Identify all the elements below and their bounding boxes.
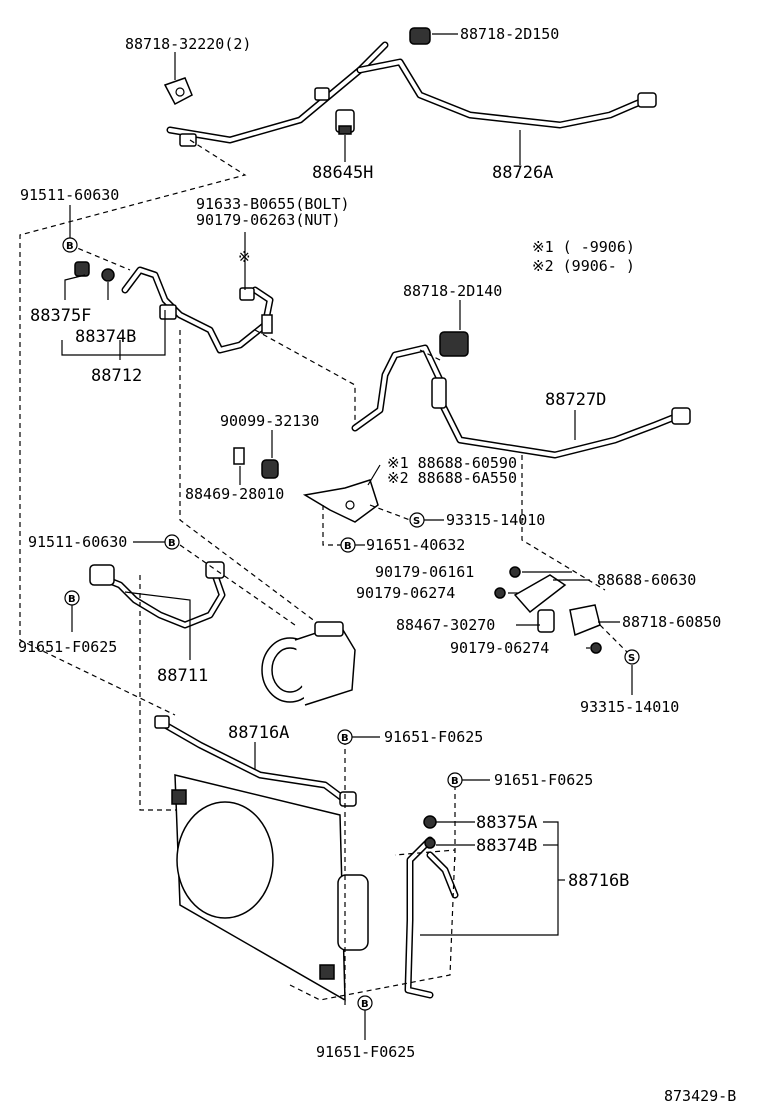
- label-91511-60630-a: 91511-60630: [20, 186, 119, 204]
- part-labels: 88718-32220(2) 88718-2D150 88645H 88726A…: [18, 25, 736, 1105]
- label-91651-f0625-b: 91651-F0625: [384, 728, 483, 746]
- nut-90179-06274-icon-b: [590, 642, 602, 654]
- guide-line-88711: [139, 544, 296, 811]
- label-91651-f0625-c: 91651-F0625: [494, 771, 593, 789]
- bolt-mark-icon: [64, 590, 80, 606]
- label-88712: 88712: [91, 366, 142, 386]
- label-93315-14010-b: 93315-14010: [580, 698, 679, 716]
- bolt-mark-icon: [62, 237, 78, 253]
- bolt-mark-icon: [337, 729, 353, 745]
- cushion-90099-32130-icon: [261, 459, 279, 479]
- label-88688-6a550: ※2 88688-6A550: [387, 469, 517, 487]
- hose-88711-assembly: [89, 561, 226, 629]
- bolt-mark-letters: B B B B B B B S S ※: [66, 241, 635, 1010]
- bracket-88688-60630-icon: [513, 574, 567, 614]
- hose-88712-assembly: [121, 266, 274, 354]
- label-88716b: 88716B: [568, 871, 629, 891]
- variant-note-line2: ※2 (9906- ): [532, 257, 635, 275]
- diagram-id: 873429-B: [664, 1087, 736, 1105]
- label-88374b: 88374B: [75, 327, 136, 347]
- o-ring-88375f-icon: [74, 261, 90, 277]
- label-88688-60590: ※1 88688-60590: [387, 454, 517, 472]
- clamp-88718-32220-icon: [163, 77, 193, 106]
- compressor-icon: [261, 621, 356, 706]
- condenser-icon: [171, 774, 369, 1002]
- bolt-mark-icon: [164, 534, 180, 550]
- label-91633-b0655: 91633-B0655(BOLT): [196, 195, 350, 213]
- bolt-91633-b0655-icon: [261, 314, 273, 334]
- label-90179-06274-a: 90179-06274: [356, 584, 455, 602]
- label-88726a: 88726A: [492, 163, 553, 183]
- label-91511-60630-b: 91511-60630: [28, 533, 127, 551]
- label-91651-40632: 91651-40632: [366, 536, 465, 554]
- bolt-mark-letter: B: [344, 541, 352, 552]
- o-ring-88374b-icon: [101, 268, 115, 282]
- screw-mark-icon: [409, 512, 425, 528]
- guide-line-88727d: [419, 349, 606, 591]
- label-90099-32130: 90099-32130: [220, 412, 319, 430]
- bolt-88469-28010-icon: [233, 447, 245, 465]
- guide-line-top: [19, 139, 247, 716]
- label-88375a: 88375A: [476, 813, 537, 833]
- bolt-mark-letter: B: [341, 733, 349, 744]
- bolt-mark-icon: [447, 772, 463, 788]
- label-93315-14010-a: 93315-14010: [446, 511, 545, 529]
- label-88711: 88711: [157, 666, 208, 686]
- tube-88716a-assembly: [154, 715, 357, 807]
- label-91651-f0625-a: 91651-F0625: [18, 638, 117, 656]
- nut-90179-06274-icon-a: [494, 587, 506, 599]
- bolt-mark-letter: B: [451, 776, 459, 787]
- label-88716a: 88716A: [228, 723, 289, 743]
- bolt-mark-icon: [357, 995, 373, 1011]
- screw-mark-letter: S: [628, 653, 635, 664]
- o-ring-88374b-2-icon: [424, 837, 436, 849]
- switch-88467-30270-icon: [537, 609, 555, 633]
- label-90179-06274-b: 90179-06274: [450, 639, 549, 657]
- tube-88716b-assembly: [404, 836, 459, 999]
- bracket-88688-60590-icon: [302, 479, 379, 523]
- label-88467-30270: 88467-30270: [396, 616, 495, 634]
- tube-88726a-assembly: [166, 41, 657, 147]
- label-90179-06161: 90179-06161: [375, 563, 474, 581]
- label-88718-2d150: 88718-2D150: [460, 25, 559, 43]
- label-88645h: 88645H: [312, 163, 373, 183]
- label-88688-60630: 88688-60630: [597, 571, 696, 589]
- tube-88727d-assembly: [351, 344, 691, 459]
- label-90179-06263: 90179-06263(NUT): [196, 211, 341, 229]
- clamp-88718-2d150-icon: [409, 27, 431, 45]
- label-88718-60850: 88718-60850: [622, 613, 721, 631]
- nut-90179-06161-icon: [509, 566, 521, 578]
- bolt-mark-letter: B: [66, 241, 74, 252]
- bolt-mark-letter: B: [361, 999, 369, 1010]
- clamp-88718-2d140-icon: [439, 331, 469, 357]
- leader-lines: [61, 33, 633, 1040]
- label-88718-32220: 88718-32220(2): [125, 35, 251, 53]
- bolt-mark-icons: [62, 237, 640, 1011]
- bolt-mark-icon: [340, 537, 356, 553]
- label-91651-f0625-d: 91651-F0625: [316, 1043, 415, 1061]
- bolt-mark-letter: B: [168, 538, 176, 549]
- screw-mark-letter: S: [413, 516, 420, 527]
- guide-line-bracket: [322, 504, 411, 546]
- pressure-switch-88645h-icon: [335, 109, 355, 135]
- variant-note-line1: ※1 ( -9906): [532, 238, 635, 256]
- label-88374b-2: 88374B: [476, 836, 537, 856]
- o-ring-88375a-icon: [423, 815, 437, 829]
- guide-line-right-switch: [599, 624, 631, 656]
- bolt-mark-letter: B: [68, 594, 76, 605]
- label-88718-2d140: 88718-2D140: [403, 282, 502, 300]
- guide-line-88712: [69, 244, 356, 626]
- label-88469-28010: 88469-28010: [185, 485, 284, 503]
- label-88727d: 88727D: [545, 390, 606, 410]
- label-88375f: 88375F: [30, 306, 91, 326]
- screw-mark-icon: [624, 649, 640, 665]
- clamp-88718-60850-icon: [569, 604, 601, 637]
- variant-ref-mark: ※: [238, 248, 251, 266]
